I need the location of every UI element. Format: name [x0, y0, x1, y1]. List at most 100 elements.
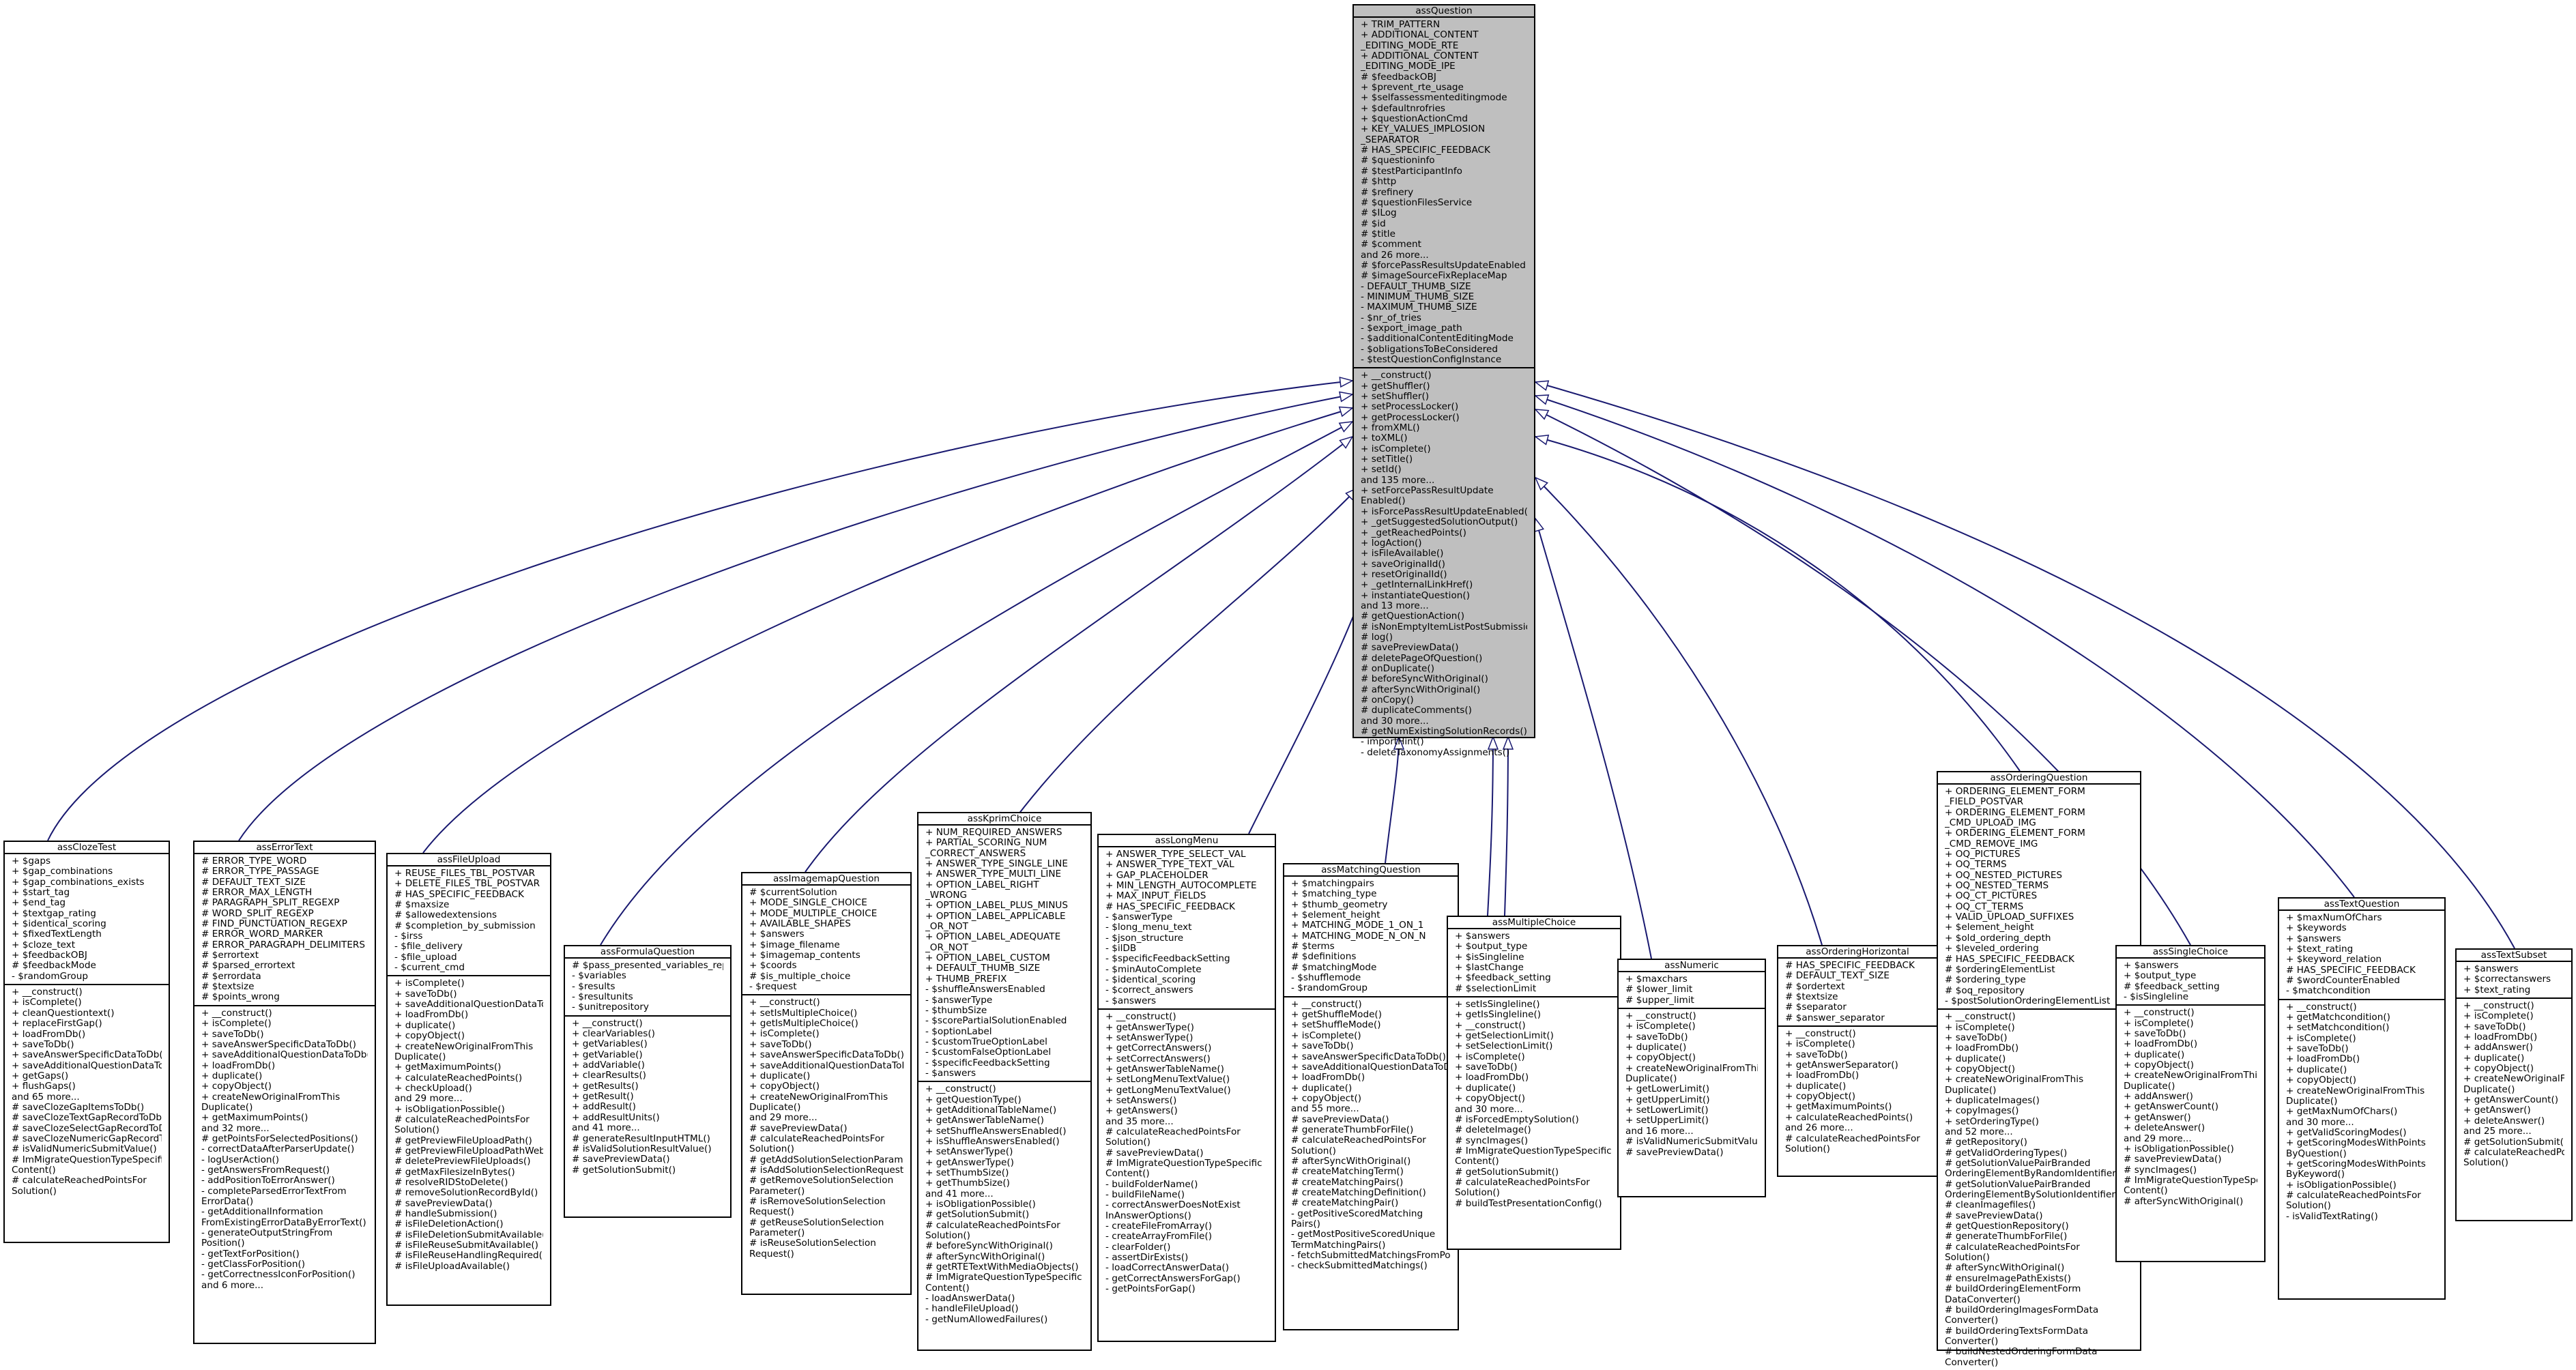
member-line: + setAnswerType(): [925, 1147, 1013, 1158]
member-line: # afterSyncWithOriginal(): [1945, 1263, 2065, 1274]
member-line: + $text_rating: [2286, 944, 2354, 955]
member-line: # removeSolutionRecordById(): [394, 1188, 538, 1199]
member-line: Request(): [749, 1207, 794, 1218]
edge-ordh: [1535, 478, 1823, 946]
member-line: - $obligationsToBeConsidered: [1361, 344, 1499, 355]
member-line: - MINIMUM_THUMB_SIZE: [1361, 291, 1475, 302]
member-line: - $answers: [925, 1068, 976, 1079]
member-line: # getMaxFilesizeInBytes(): [394, 1167, 515, 1178]
member-line: # ensureImagePathExists(): [1945, 1273, 2071, 1284]
member-line: # $lower_limit: [1625, 985, 1693, 995]
member-line: + createNewOriginalFromThis: [201, 1092, 341, 1103]
member-line: - $postSolutionOrderingElementList: [1945, 995, 2111, 1006]
member-line: + isComplete(): [1785, 1039, 1855, 1050]
member-line: + setLowerLimit(): [1625, 1105, 1709, 1116]
member-line: and 16 more...: [1625, 1126, 1694, 1137]
member-line: + DEFAULT_THUMB_SIZE: [925, 963, 1041, 974]
class-asserrortext: assErrorText # ERROR_TYPE_WORD# ERROR_TY…: [193, 841, 376, 1344]
member-line: - $randomGroup: [12, 971, 88, 982]
member-line: _CMD_REMOVE_IMG: [1945, 839, 2038, 849]
member-line: + duplicate(): [1945, 1053, 2006, 1064]
member-line: + copyObject(): [2463, 1064, 2534, 1075]
member-line: Solution(): [12, 1186, 57, 1197]
member-line: # isFileReuseHandlingRequired(): [394, 1251, 543, 1262]
member-line: _EDITING_MODE_RTE: [1361, 40, 1459, 51]
member-line: + getAnswerType(): [925, 1157, 1014, 1168]
member-line: # beforeSyncWithOriginal(): [1361, 674, 1488, 685]
class-asstextsubset: assTextSubset + $answers+ $correctanswer…: [2455, 948, 2573, 1221]
member-line: # deleteImage(): [1455, 1125, 1531, 1136]
member-line: # onDuplicate(): [1361, 663, 1435, 674]
member-line: - getMostPositiveScoredUnique: [1291, 1229, 1436, 1240]
member-line: and 29 more...: [394, 1094, 463, 1105]
member-line: + OPTION_LABEL_PLUS_MINUS: [925, 901, 1069, 912]
member-line: + $maxNumOfChars: [2286, 913, 2382, 923]
member-line: Solution(): [2463, 1158, 2508, 1169]
member-line: + saveToDb(): [1625, 1032, 1688, 1043]
member-line: + getAnswerSeparator(): [1785, 1060, 1898, 1071]
member-line: - getCorrectAnswersForGap(): [1105, 1273, 1241, 1284]
member-line: # getSolutionSubmit(): [1455, 1167, 1559, 1178]
member-line: - $file_upload: [394, 952, 457, 963]
member-line: - $minAutoComplete: [1105, 964, 1202, 975]
member-line: + calculateReachedPoints(): [1785, 1112, 1913, 1123]
member-line: - clearFolder(): [1105, 1242, 1171, 1253]
attributes-section: + REUSE_FILES_TBL_POSTVAR+ DELETE_FILES_…: [388, 866, 550, 977]
member-line: + $textgap_rating: [12, 908, 96, 919]
member-line: + duplicate(): [2286, 1064, 2347, 1075]
member-line: + $selfassessmenteditingmode: [1361, 93, 1507, 104]
member-line: # calculateReachedPointsFor: [2463, 1147, 2564, 1158]
member-line: + $imagemap_contents: [749, 950, 860, 961]
member-line: and 6 more...: [201, 1280, 264, 1291]
member-line: - correctAnswerDoesNotExist: [1105, 1200, 1241, 1211]
class-title: assFileUpload: [388, 854, 550, 866]
class-assorderingquestion: assOrderingQuestion + ORDERING_ELEMENT_F…: [1937, 771, 2141, 1367]
member-line: # calculateReachedPointsFor: [1291, 1135, 1426, 1146]
member-line: + $image_filename: [749, 939, 840, 950]
member-line: + getGaps(): [12, 1070, 69, 1081]
member-line: # isFileDeletionSubmitAvailable(): [394, 1229, 543, 1240]
member-line: + __construct(): [572, 1018, 643, 1029]
member-line: + calculateReachedPoints(): [394, 1073, 523, 1083]
member-line: - isValidTextRating(): [2286, 1211, 2378, 1222]
member-line: # $points_wrong: [201, 992, 280, 1003]
member-line: - $specificFeedbackSetting: [1105, 954, 1230, 965]
member-line: + setSelectionLimit(): [1455, 1041, 1553, 1052]
member-line: - MAXIMUM_THUMB_SIZE: [1361, 302, 1477, 313]
member-line: - $json_structure: [1105, 933, 1184, 944]
member-line: + createNewOriginalFromThis: [2124, 1070, 2257, 1081]
member-line: # ImMigrateQuestionTypeSpecific: [2124, 1175, 2257, 1186]
member-line: + copyObject(): [2124, 1060, 2195, 1071]
member-line: + setAnswers(): [1105, 1095, 1177, 1106]
member-line: # getNumExistingSolutionRecords(): [1361, 727, 1527, 738]
member-line: and 41 more...: [572, 1123, 640, 1134]
member-line: # $wordCounterEnabled: [2286, 976, 2401, 987]
methods-section: + __construct()+ isComplete()+ saveToDb(…: [2117, 1006, 2264, 1209]
member-line: + saveToDb(): [2463, 1021, 2526, 1032]
member-line: + $leveled_ordering: [1945, 944, 2039, 954]
member-line: # getValidOrderingTypes(): [1945, 1148, 2068, 1158]
member-line: + $gaps: [12, 856, 51, 866]
member-line: + getIsSingleline(): [1455, 1010, 1542, 1021]
member-line: # getReuseSolutionSelection: [749, 1217, 884, 1228]
member-line: + ANSWER_TYPE_MULTI_LINE: [925, 869, 1062, 880]
member-line: - handleFileUpload(): [925, 1304, 1019, 1315]
member-line: + OQ_NESTED_PICTURES: [1945, 870, 2063, 881]
member-line: and 13 more...: [1361, 600, 1429, 611]
member-line: + __construct(): [1455, 1020, 1526, 1031]
member-line: # isAddSolutionSelectionRequest(): [749, 1165, 903, 1176]
member-line: + __construct(): [12, 987, 83, 998]
member-line: # getSolutionSubmit(): [925, 1210, 1030, 1221]
member-line: # getSolutionSubmit(): [572, 1165, 676, 1176]
member-line: + $isSingleline: [1455, 952, 1524, 963]
member-line: + $old_ordering_depth: [1945, 933, 2051, 944]
member-line: # calculateReachedPointsFor: [1455, 1177, 1590, 1188]
member-line: - $ilDB: [1105, 944, 1137, 954]
member-line: - createArrayFromFile(): [1105, 1231, 1213, 1242]
member-line: + setTitle(): [1361, 454, 1413, 465]
member-line: + loadFromDb(): [2286, 1054, 2360, 1065]
member-line: - $additionalContentEditingMode: [1361, 334, 1514, 345]
member-line: # duplicateComments(): [1361, 705, 1472, 716]
member-line: + duplicate(): [201, 1070, 263, 1081]
member-line: + ADDITIONAL_CONTENT: [1361, 30, 1479, 41]
